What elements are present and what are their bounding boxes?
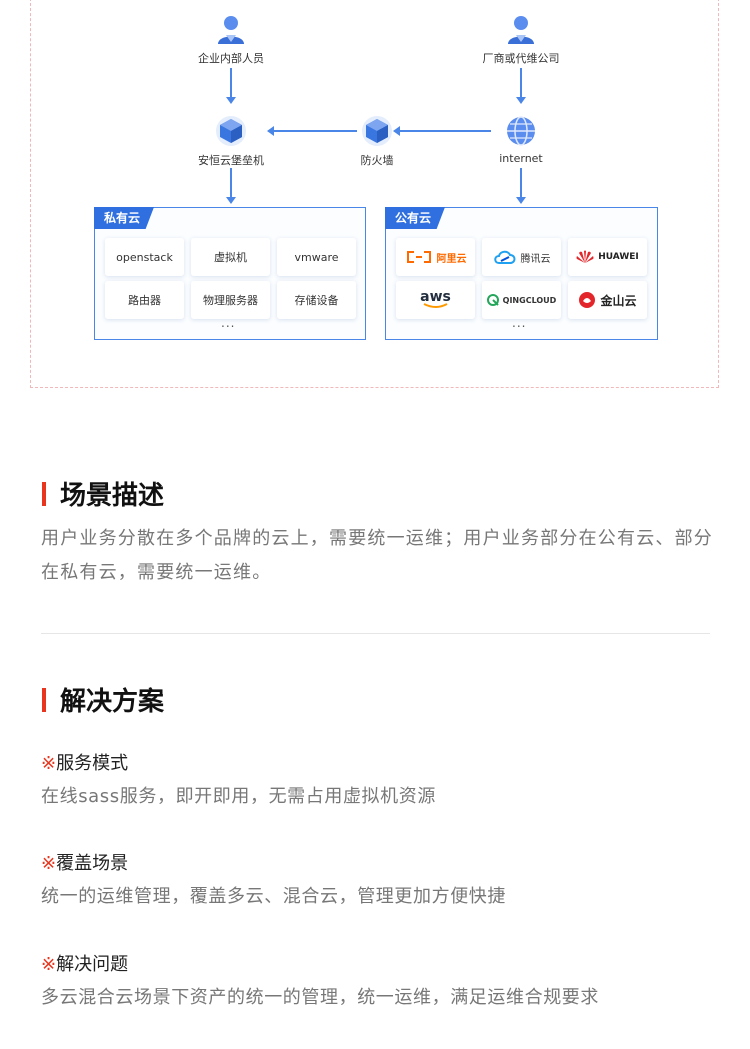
private-cloud-box: 私有云 openstack 虚拟机 vmware 路由器 物理服务器 存储设备 … <box>94 207 366 340</box>
internal-staff-node: 企业内部人员 <box>191 12 271 66</box>
solution-item-text: 在线sass服务，即开即用，无需占用虚拟机资源 <box>41 786 436 807</box>
private-cloud-item: 存储设备 <box>277 281 356 319</box>
firewall-node: 防火墙 <box>337 114 417 168</box>
public-cloud-box: 公有云 阿里云 腾讯云 HUAWEI <box>385 207 658 340</box>
cube-icon <box>214 114 248 148</box>
private-cloud-tag: 私有云 <box>94 207 155 229</box>
reference-mark-icon: ※ <box>41 753 57 774</box>
internet-node: internet <box>481 114 561 165</box>
vendor-label: 厂商或代维公司 <box>482 52 560 65</box>
aws-smile-icon <box>423 303 447 308</box>
reference-mark-icon: ※ <box>41 954 57 975</box>
person-icon <box>214 12 248 46</box>
qingcloud-name: QINGCLOUD <box>502 295 557 305</box>
private-cloud-item: 虚拟机 <box>191 238 270 276</box>
arrow-down <box>226 168 236 204</box>
aws-name: aws <box>420 289 451 305</box>
arrow-down <box>226 68 236 104</box>
arrow-left <box>267 126 357 136</box>
person-icon <box>504 12 538 46</box>
qingcloud-logo: QINGCLOUD <box>482 281 561 319</box>
huawei-logo: HUAWEI <box>568 238 647 276</box>
reference-mark-icon: ※ <box>41 853 57 874</box>
vendor-node: 厂商或代维公司 <box>471 12 571 66</box>
aws-logo: aws <box>396 281 475 319</box>
scenario-description: 用户业务分散在多个品牌的云上，需要统一运维；用户业务部分在公有云、部分在私有云，… <box>41 528 713 583</box>
title-accent-bar <box>42 687 46 712</box>
tencent-cloud-icon <box>493 250 515 264</box>
arrow-left <box>393 126 491 136</box>
aliyun-logo: 阿里云 <box>396 238 475 276</box>
scenario-title-text: 场景描述 <box>60 481 165 511</box>
huawei-icon <box>576 250 594 263</box>
huawei-name: HUAWEI <box>598 252 639 262</box>
kingsoft-cloud-icon <box>579 292 596 308</box>
arrow-down <box>516 68 526 104</box>
solution-item-text: 统一的运维管理，覆盖多云、混合云，管理更加方便快捷 <box>41 886 506 907</box>
aliyun-icon <box>406 251 431 263</box>
private-cloud-item: vmware <box>277 238 356 276</box>
solution-item-heading: ※解决问题 <box>41 950 128 976</box>
architecture-diagram: 企业内部人员 厂商或代维公司 安恒云堡垒机 <box>30 0 719 388</box>
internet-label: internet <box>499 152 543 165</box>
firewall-label: 防火墙 <box>360 154 394 167</box>
solution-item-heading-text: 服务模式 <box>56 753 129 774</box>
internal-staff-label: 企业内部人员 <box>198 52 264 65</box>
solution-item-heading: ※覆盖场景 <box>41 849 128 875</box>
private-cloud-item: openstack <box>105 238 184 276</box>
title-accent-bar <box>42 481 46 506</box>
scenario-title: 场景描述 <box>42 475 164 512</box>
solution-item-heading-text: 覆盖场景 <box>56 853 129 874</box>
private-cloud-item: 物理服务器 <box>191 281 270 319</box>
kingsoft-cloud-logo: 金山云 <box>568 281 647 319</box>
bastion-node: 安恒云堡垒机 <box>191 114 271 168</box>
solution-item-text: 多云混合云场景下资产的统一的管理，统一运维，满足运维合规要求 <box>41 987 599 1008</box>
aliyun-name: 阿里云 <box>436 253 467 265</box>
private-cloud-item: 路由器 <box>105 281 184 319</box>
tencent-cloud-logo: 腾讯云 <box>482 238 561 276</box>
public-cloud-tag: 公有云 <box>385 207 446 229</box>
solution-title: 解决方案 <box>42 681 164 718</box>
firewall-icon <box>360 114 394 148</box>
section-divider <box>41 633 710 634</box>
solution-item-heading: ※服务模式 <box>41 749 128 775</box>
tencent-cloud-name: 腾讯云 <box>520 253 551 265</box>
globe-icon <box>504 114 538 148</box>
arrow-down <box>516 168 526 204</box>
more-ellipsis: ... <box>221 316 236 330</box>
solution-title-text: 解决方案 <box>60 687 165 717</box>
solution-item-heading-text: 解决问题 <box>56 954 129 975</box>
more-ellipsis: ... <box>512 316 527 330</box>
qingcloud-icon <box>486 294 499 306</box>
kingsoft-cloud-name: 金山云 <box>600 293 637 308</box>
bastion-label: 安恒云堡垒机 <box>198 154 264 167</box>
